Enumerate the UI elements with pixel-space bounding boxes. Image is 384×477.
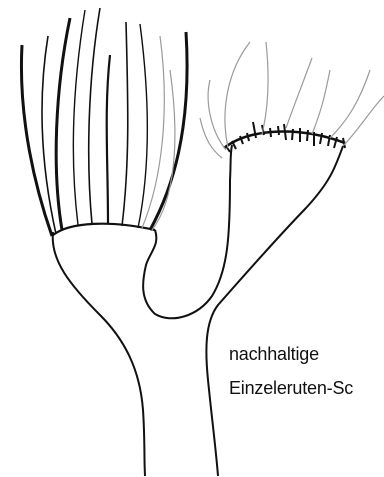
- caption-line-2: Einzeleruten-Sc: [229, 378, 353, 399]
- left-cane-3: [56, 18, 70, 230]
- left-cane-8: [138, 24, 147, 228]
- caption-line-1: nachhaltige: [229, 344, 319, 365]
- left-cane-9: [150, 32, 187, 230]
- left-cane-light-2: [152, 70, 175, 230]
- left-head-top: [53, 224, 155, 235]
- left-cane-2: [42, 36, 56, 234]
- left-cane-5: [89, 8, 100, 224]
- trunk-outline-left: [53, 232, 145, 476]
- left-cane-6: [107, 55, 110, 224]
- left-cane-1: [21, 45, 52, 236]
- trunk-outline-right: [206, 146, 343, 476]
- left-cane-4: [73, 10, 85, 225]
- trunk-outline-inner: [143, 145, 232, 318]
- left-cane-7: [122, 22, 128, 226]
- right-canes-light: [200, 42, 384, 158]
- left-cane-light-1: [142, 36, 164, 228]
